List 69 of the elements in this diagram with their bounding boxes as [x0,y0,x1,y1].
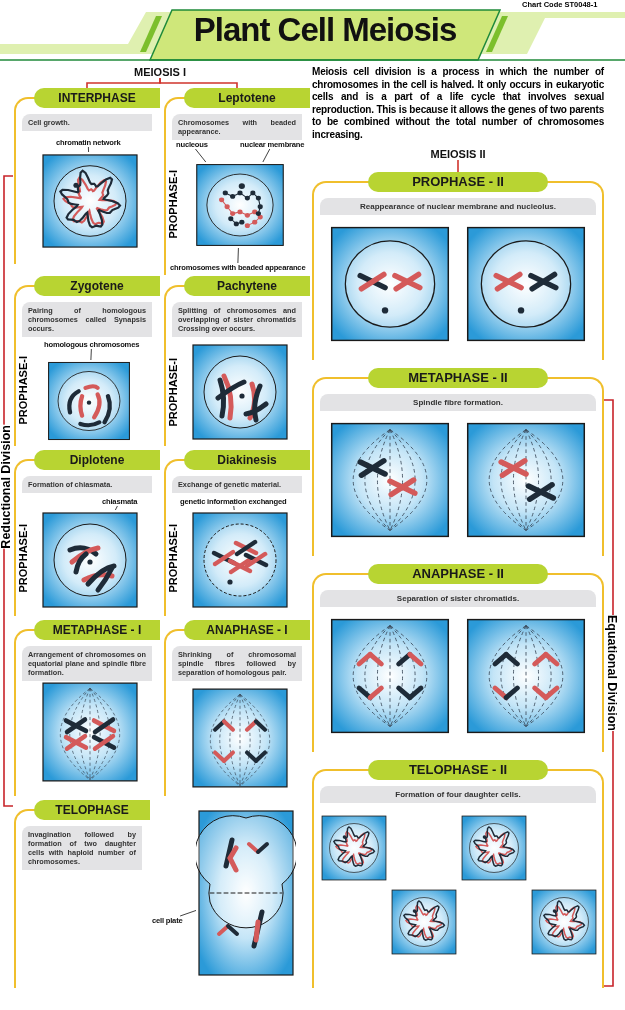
cell-drawing [464,420,588,540]
cell-drawing [40,680,140,784]
phase-label: PROPHASE-I [167,170,179,239]
leader-line [114,505,118,511]
stage-panel [312,564,604,752]
stage-heading: Leptotene [184,88,310,108]
leader-line [195,148,207,163]
stage-heading: INTERPHASE [34,88,160,108]
stage-panel [312,760,604,988]
leader-line [233,505,235,511]
leader-line [90,348,92,361]
cell-drawing [196,808,296,978]
phase-label: PROPHASE-I [167,358,179,427]
stage-panel [164,88,310,275]
section-heading: MEIOSIS I [110,66,210,78]
leader-line [88,146,89,153]
intro-paragraph: Meiosis cell division is a process in which the number of chromosomes in the cell is halved. It only occurs in eukaryotic cells and is a part of a life cycle that involves sexual reproduction. This is because it allows the genes of two parents to be combined without the total number of chromosomes increasing. [312,66,604,141]
stage-panel [14,276,160,446]
cell-drawing [190,342,290,442]
stage-heading: ANAPHASE - I [184,620,310,640]
cell-drawing [460,814,528,882]
cell-drawing [46,360,132,442]
division-label: Equational Division [605,615,619,731]
stage-panel [164,450,310,616]
stage-panel [14,800,150,988]
cell-drawing [390,888,458,956]
phase-label: PROPHASE-I [17,356,29,425]
stage-heading: ANAPHASE - II [368,564,548,584]
stage-heading: Diplotene [34,450,160,470]
cell-drawing [40,510,140,610]
cell-drawing [194,162,286,248]
leader-line [179,910,197,917]
stage-heading: Zygotene [34,276,160,296]
stage-panel [14,450,160,616]
stage-heading: Pachytene [184,276,310,296]
stage-heading: TELOPHASE [34,800,150,820]
cell-drawing [328,616,452,736]
cell-drawing [328,420,452,540]
stage-description: Formation of four daughter cells. [320,786,596,803]
phase-label: PROPHASE-I [17,524,29,593]
cell-drawing [40,152,140,250]
stage-panel [14,620,160,796]
cell-drawing [464,224,588,344]
stage-description: Separation of sister chromatids. [320,590,596,607]
connector-line [457,159,459,173]
stage-heading: PROPHASE - II [368,172,548,192]
cell-drawing [190,510,290,610]
cell-drawing [190,686,290,790]
cell-drawing [328,224,452,344]
stage-panel [312,172,604,360]
leader-line [237,247,239,264]
stage-heading: Diakinesis [184,450,310,470]
cell-drawing [320,814,388,882]
stage-heading: METAPHASE - I [34,620,160,640]
stage-heading: TELOPHASE - II [368,760,548,780]
stage-description: Spindle fibre formation. [320,394,596,411]
section-heading: MEIOSIS II [410,148,506,160]
stage-description: Reappearance of nuclear membrane and nucleolus. [320,198,596,215]
cell-drawing [530,888,598,956]
title: Plant Cell Meiosis [192,10,458,50]
stage-panel [14,88,160,264]
leader-line [262,148,271,163]
stage-panel [164,276,310,446]
connector-line [159,77,238,89]
phase-label: PROPHASE-I [167,524,179,593]
stage-heading: METAPHASE - II [368,368,548,388]
stage-panel [312,368,604,556]
stage-panel [164,620,310,796]
cell-drawing [464,616,588,736]
